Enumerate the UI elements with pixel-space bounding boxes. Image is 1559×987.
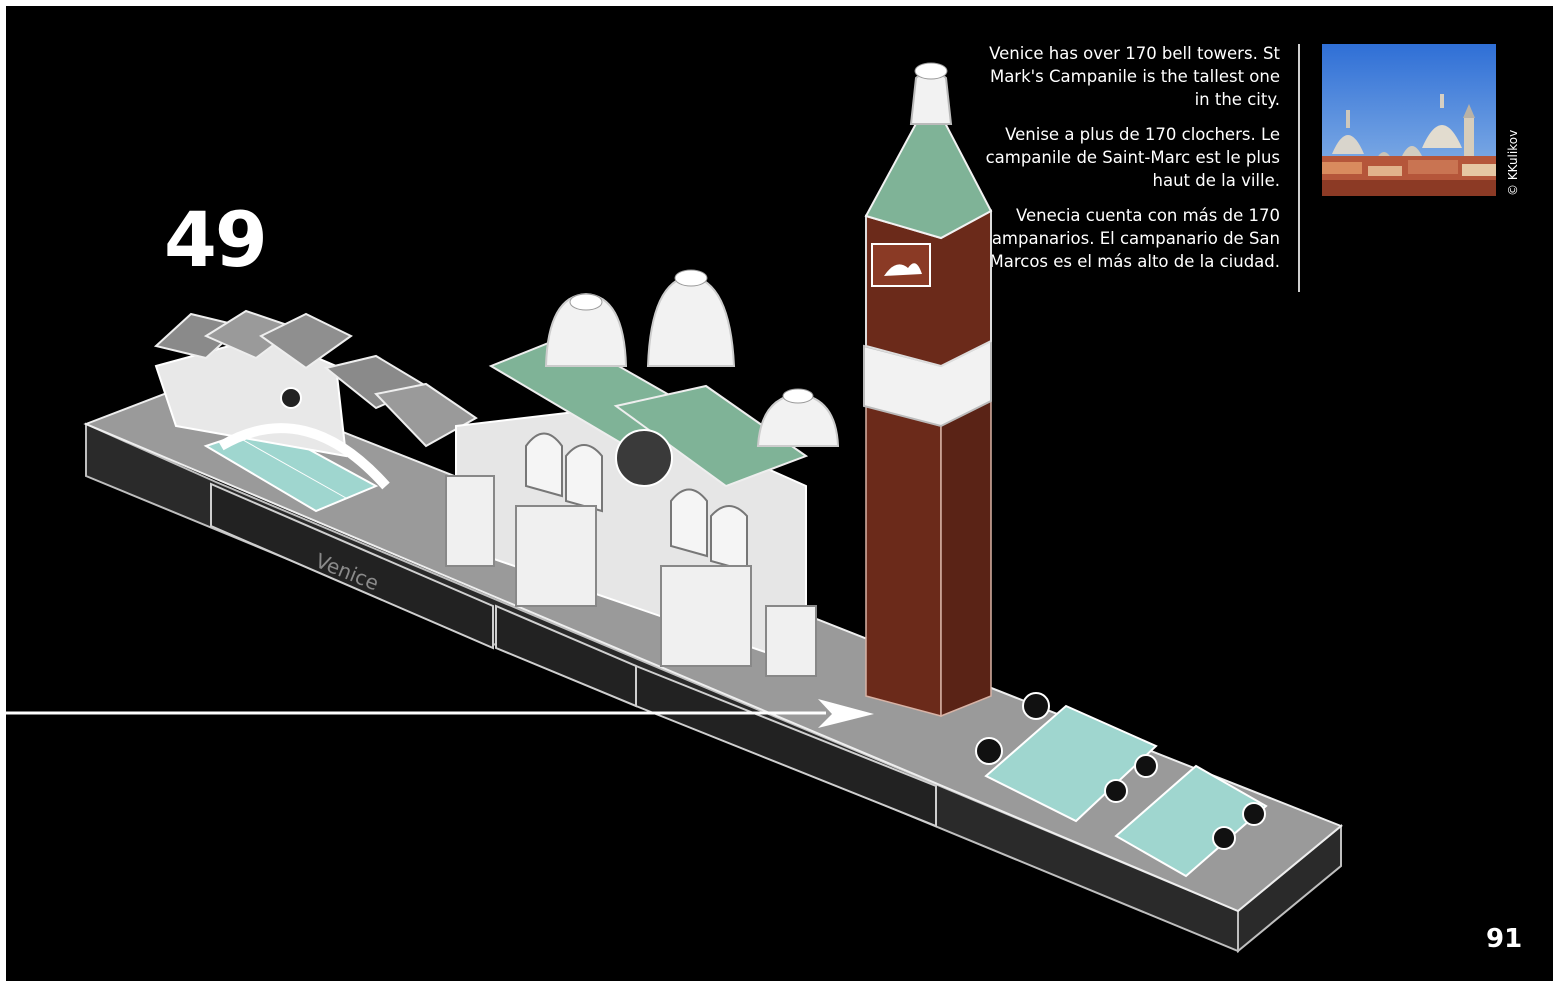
fact-divider xyxy=(1298,44,1300,292)
step-number: 49 xyxy=(164,195,268,284)
fact-spanish: Venecia cuenta con más de 170 campanario… xyxy=(982,206,1280,271)
page-number: 91 xyxy=(1486,924,1523,954)
venice-model-illustration: Venice xyxy=(6,62,1343,954)
instruction-page: 49 Venice has over 170 bell towers. St M… xyxy=(6,6,1553,981)
fact-english: Venice has over 170 bell towers. St Mark… xyxy=(989,44,1280,109)
fun-fact: Venice has over 170 bell towers. St Mark… xyxy=(974,42,1280,285)
venice-photo xyxy=(1322,44,1496,196)
fact-french: Venise a plus de 170 clochers. Le campan… xyxy=(985,125,1280,190)
